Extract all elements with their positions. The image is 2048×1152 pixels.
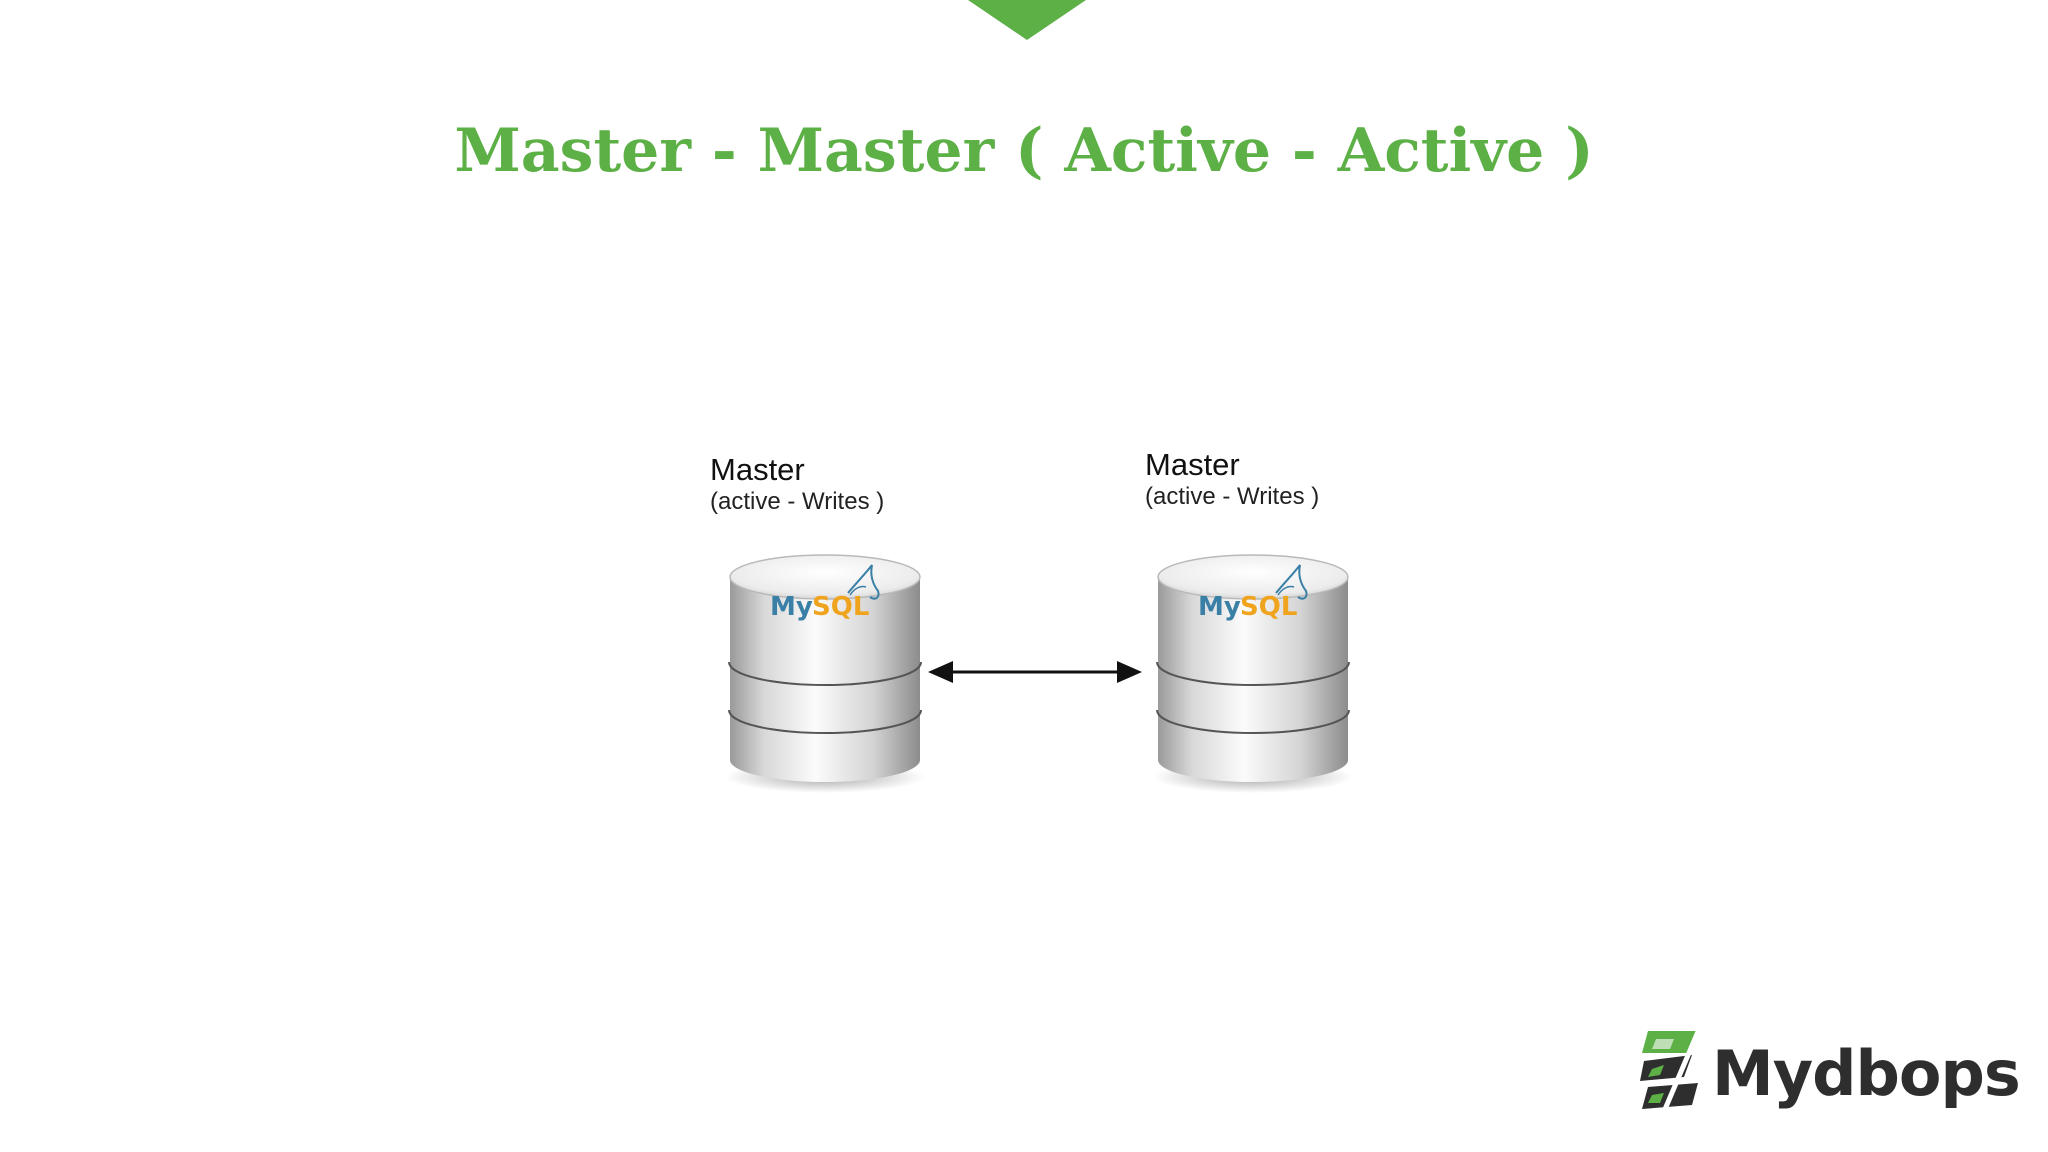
bidirectional-arrow-icon xyxy=(928,661,1142,683)
brand-name: Mydbops xyxy=(1712,1037,2021,1110)
node-label-left: Master (active - Writes ) xyxy=(710,452,884,516)
mysql-logo-sql: SQL xyxy=(812,592,869,622)
mysql-logo-my: My xyxy=(1198,592,1241,622)
mydbops-logo-icon xyxy=(1640,1026,1703,1122)
node-label-right: Master (active - Writes ) xyxy=(1145,447,1319,511)
mysql-database-icon: My SQL xyxy=(1153,554,1353,793)
mysql-logo-my: My xyxy=(770,592,813,622)
node-role: (active - Writes ) xyxy=(710,487,885,515)
node-name: Master xyxy=(1145,447,1240,482)
brand-logo: Mydbops xyxy=(1640,1025,2021,1125)
node-name: Master xyxy=(710,452,805,487)
node-role: (active - Writes ) xyxy=(1145,482,1320,510)
mysql-logo-sql: SQL xyxy=(1240,592,1297,622)
mysql-database-icon: My SQL xyxy=(725,554,925,793)
slide-title: Master - Master ( Active - Active ) xyxy=(454,116,1594,186)
top-triangle-icon xyxy=(968,0,1086,40)
